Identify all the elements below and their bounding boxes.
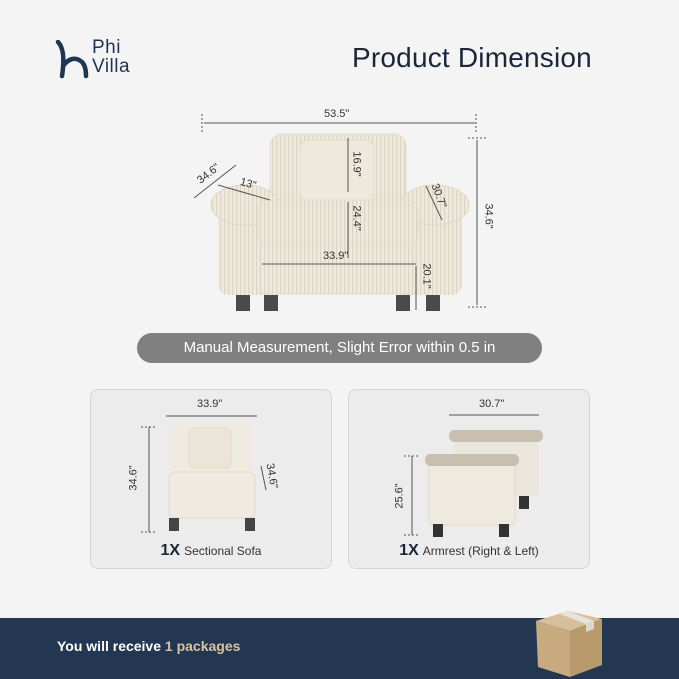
dim-back-height: 16.9" bbox=[350, 151, 363, 177]
brand-name: Phi Villa bbox=[92, 38, 130, 76]
dim-sofa-width: 33.9" bbox=[197, 398, 223, 410]
armrest-illustration bbox=[404, 414, 543, 537]
dim-seat-height: 20.1" bbox=[420, 263, 433, 289]
component-qty: 1X bbox=[399, 542, 419, 559]
phivilla-logo-icon bbox=[55, 40, 89, 79]
brand-name-line2: Villa bbox=[92, 56, 131, 77]
brand-name-line1: Phi bbox=[92, 37, 121, 58]
component-name: Sectional Sofa bbox=[184, 544, 262, 558]
dim-sofa-height: 34.6" bbox=[127, 465, 140, 491]
cardboard-box-icon bbox=[536, 611, 602, 677]
measurement-note: Manual Measurement, Slight Error within … bbox=[137, 333, 542, 363]
sofa-illustration bbox=[193, 114, 486, 311]
dim-armrest-width: 30.7" bbox=[479, 398, 505, 410]
dim-overall-height: 34.6" bbox=[482, 203, 495, 229]
component-qty: 1X bbox=[160, 542, 181, 559]
main-sofa-diagram: 53.5" 34.6" 13" 16.9" 24.4" 33.9" 20.1" … bbox=[180, 100, 500, 320]
package-prefix: You will receive bbox=[57, 638, 165, 654]
dim-seat-depth: 24.4" bbox=[350, 205, 363, 231]
package-count-text: You will receive 1 packages bbox=[57, 638, 240, 654]
component-name: Armrest (Right & Left) bbox=[422, 544, 539, 558]
dim-seat-width: 33.9" bbox=[323, 250, 349, 262]
sectional-sofa-illustration bbox=[141, 415, 267, 533]
page-title: Product Dimension bbox=[352, 42, 592, 73]
dim-armrest-height: 25.6" bbox=[393, 483, 406, 509]
dim-overall-width: 53.5" bbox=[324, 108, 350, 120]
package-count: 1 packages bbox=[164, 638, 241, 654]
